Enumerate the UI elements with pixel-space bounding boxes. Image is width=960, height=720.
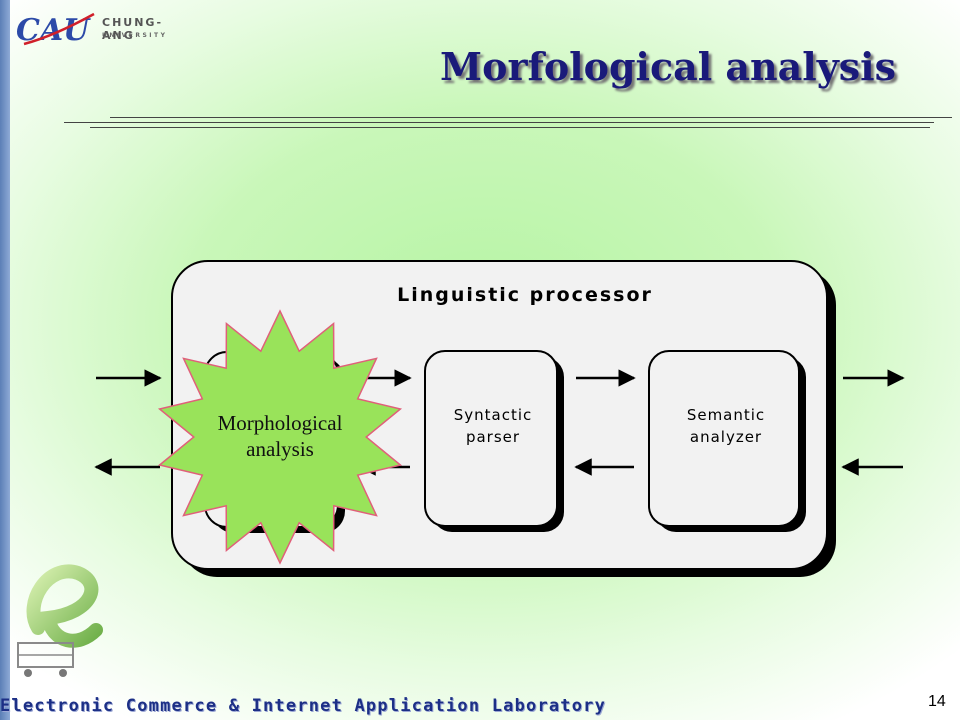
semantic-label-line-2: analyzer: [689, 428, 763, 446]
starburst-label: Morphological analysis: [162, 410, 398, 462]
logo-line-2: UNIVERSITY: [102, 32, 168, 39]
syntactic-label-line-2: parser: [465, 428, 521, 446]
ecommerce-e-logo: [17, 564, 103, 677]
lab-name-footer: Electronic Commerce & Internet Applicati…: [0, 696, 607, 716]
logo-line-1: CHUNG-ANG: [102, 16, 164, 42]
semantic-analyzer-label: Semantic analyzer: [652, 404, 800, 448]
starburst-label-line-1: Morphological: [217, 411, 343, 435]
syntactic-box: [424, 350, 558, 527]
starburst-label-line-2: analysis: [246, 437, 314, 461]
title-rule-1: [110, 117, 952, 118]
semantic-box: [648, 350, 800, 527]
syntactic-parser-label: Syntactic parser: [428, 404, 558, 448]
left-accent-bar: [0, 0, 10, 720]
page-number: 14: [928, 693, 946, 710]
title-rule-3: [90, 127, 930, 128]
processor-title: Linguistic processor: [397, 284, 653, 306]
cau-logo-mark: CAU: [16, 12, 95, 48]
morphological-analysis-starburst: [157, 309, 403, 565]
semantic-label-line-1: Semantic: [686, 406, 766, 424]
syntactic-label-line-1: Syntactic: [453, 406, 533, 424]
title-rule-2: [64, 122, 934, 123]
slide-title: Morfological analysis: [440, 44, 896, 89]
university-logo: CAU CHUNG-ANG UNIVERSITY: [14, 6, 184, 48]
